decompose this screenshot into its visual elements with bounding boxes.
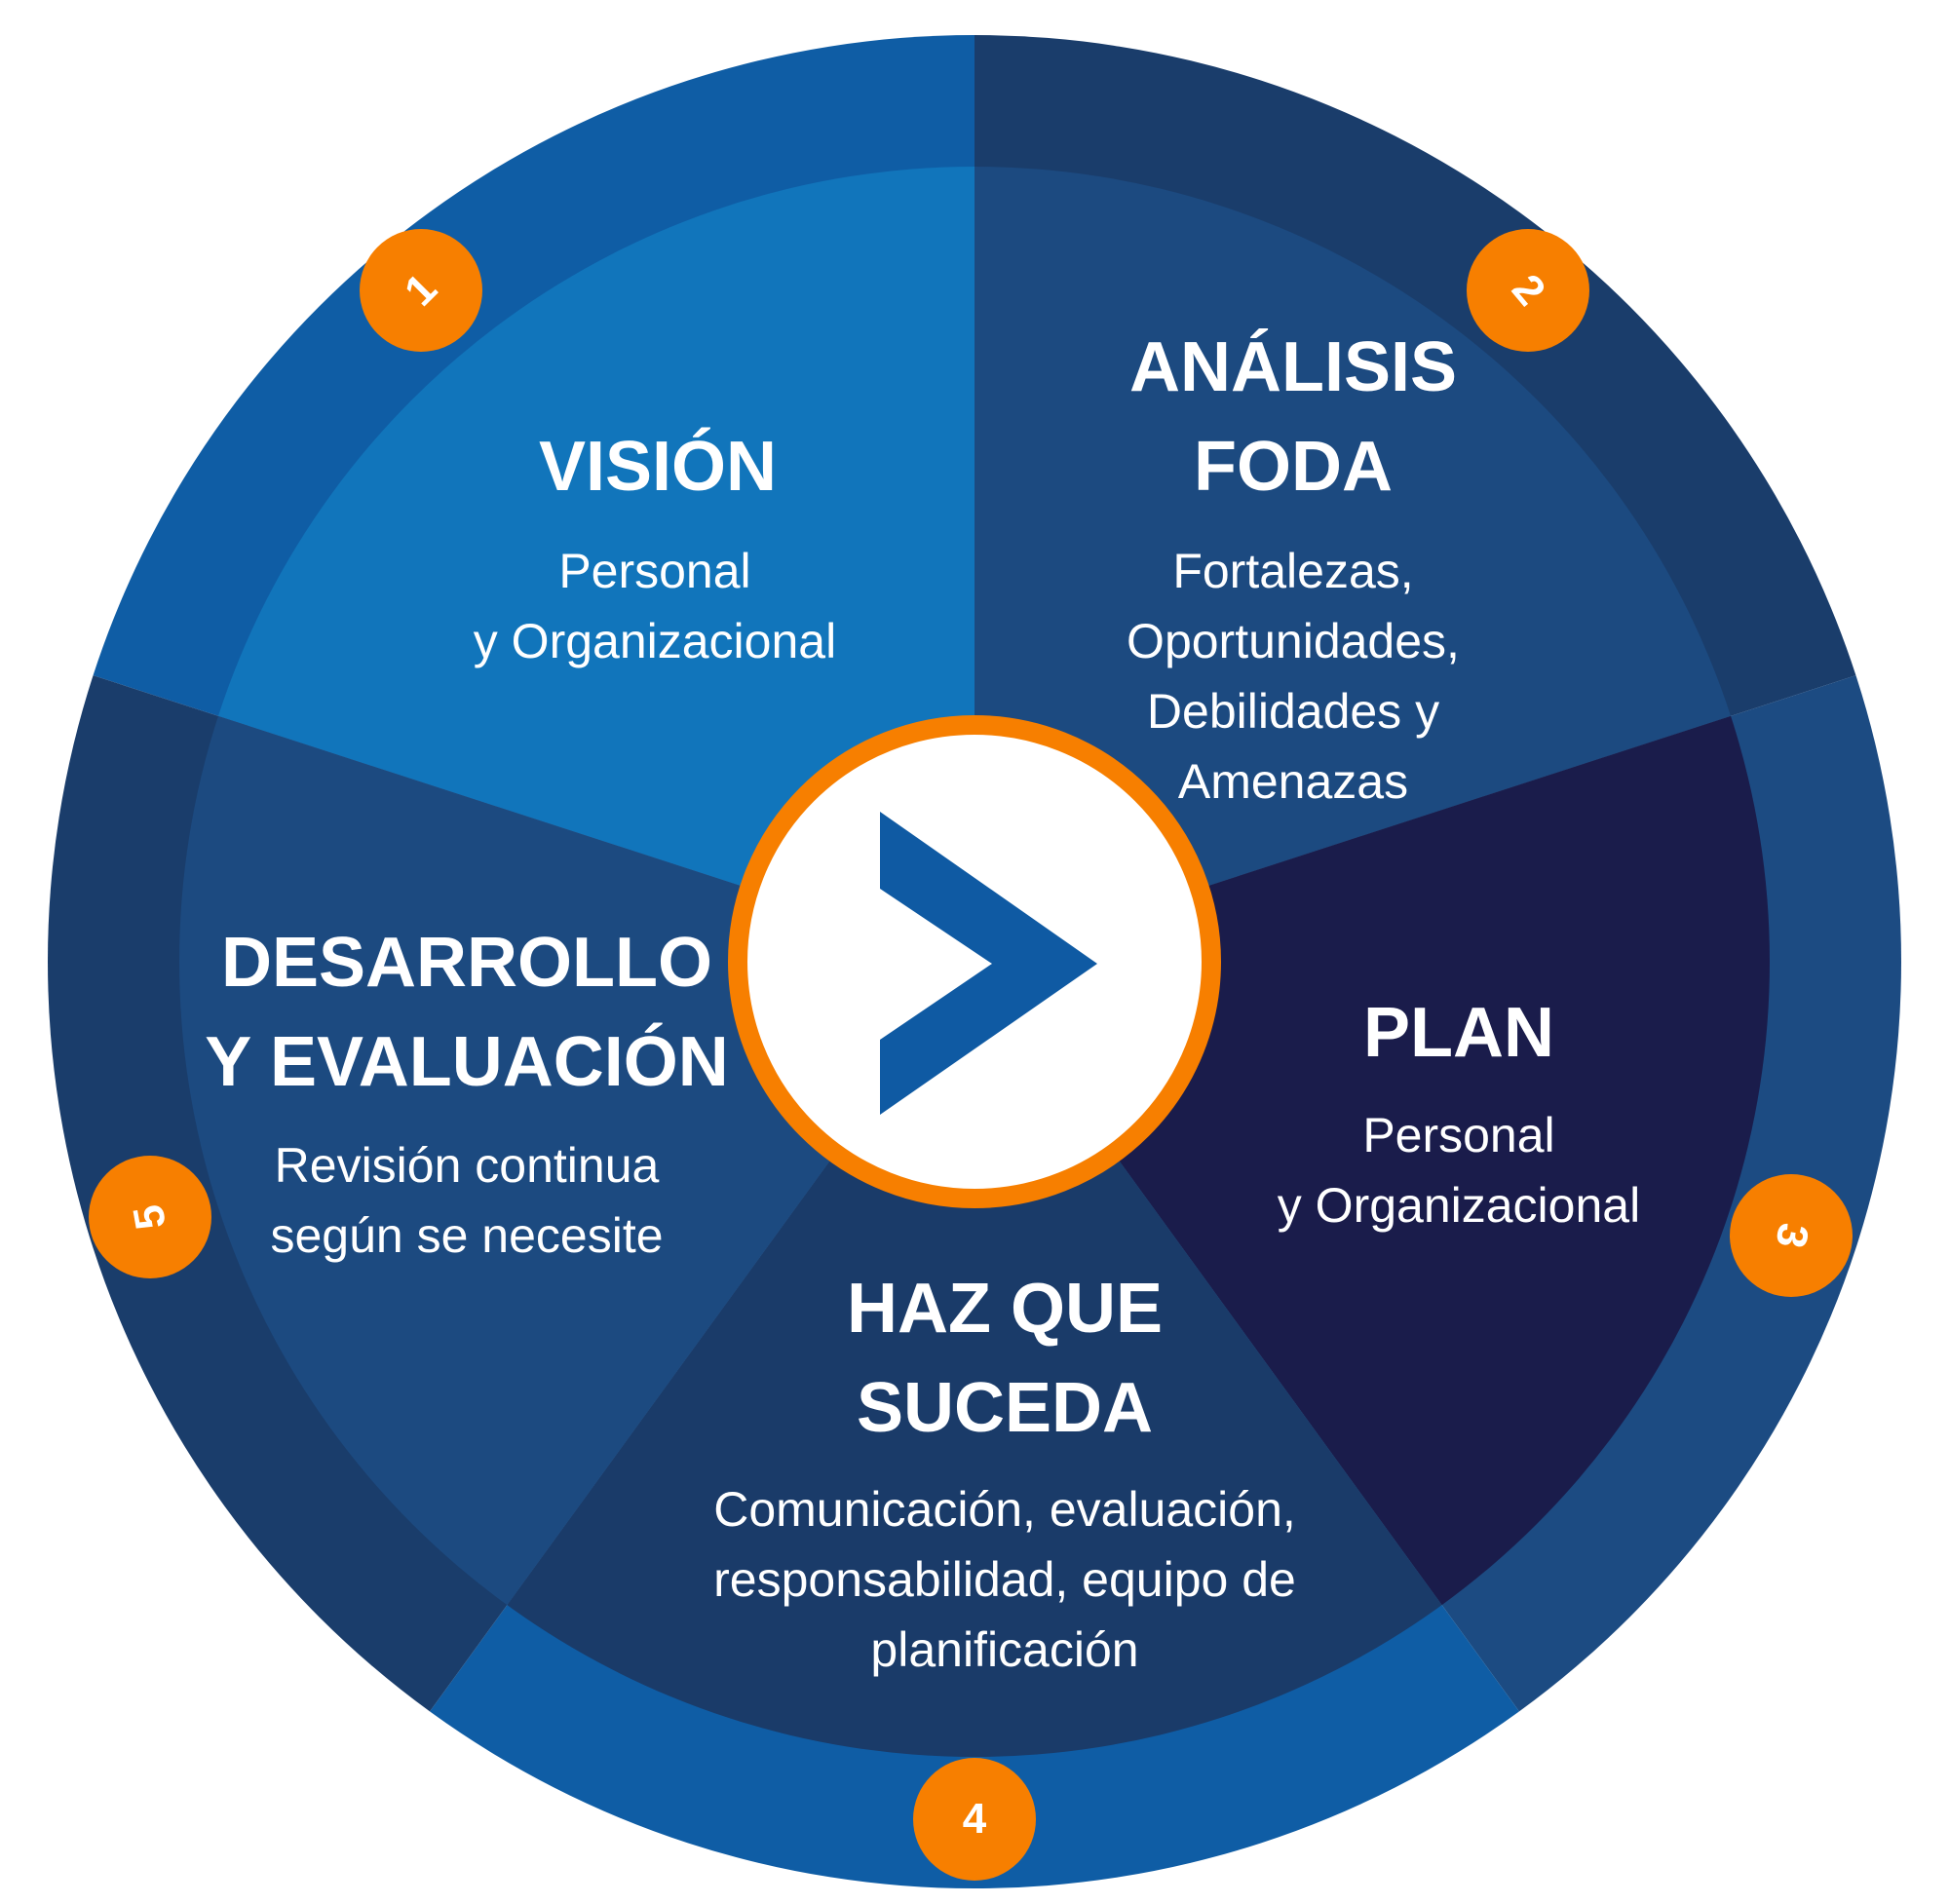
segment-title: Y EVALUACIÓN xyxy=(205,1023,729,1101)
step-badge-5: 5 xyxy=(89,1156,211,1278)
chevron-right-icon xyxy=(880,812,1097,1115)
subtitle-line: Amenazas xyxy=(1177,754,1409,809)
subtitle-line: y Organizacional xyxy=(473,614,837,668)
subtitle-line: Personal xyxy=(558,544,751,598)
inner-segment-1 xyxy=(217,167,975,962)
subtitle-line: Comunicación, evaluación, xyxy=(713,1482,1296,1537)
segment-title: SUCEDA xyxy=(856,1369,1154,1447)
step-number: 4 xyxy=(962,1795,987,1843)
step-number: 5 xyxy=(124,1200,175,1234)
step-number: 2 xyxy=(1502,265,1555,315)
subtitle-line: Oportunidades, xyxy=(1127,614,1460,668)
segment-plan: PLAN xyxy=(1363,983,1554,1083)
segment-vision: VISIÓN xyxy=(539,417,777,516)
segment-title: VISIÓN xyxy=(538,428,778,506)
step-badge-3: 3 xyxy=(1730,1174,1853,1297)
step-badge-2: 2 xyxy=(1467,229,1589,352)
segment-desarrollo-evaluacion: DESARROLLO Y EVALUACIÓN xyxy=(205,913,728,1112)
subtitle-line: Personal xyxy=(1362,1108,1555,1162)
segment-title: FODA xyxy=(1194,428,1393,506)
step-number: 1 xyxy=(395,264,446,316)
segment-haz-que-suceda-subtitle: Comunicación, evaluación, responsabilida… xyxy=(713,1474,1296,1685)
segment-title: ANÁLISIS xyxy=(1128,328,1458,406)
segment-analisis-foda: ANÁLISIS FODA xyxy=(1129,318,1457,516)
subtitle-line: Fortalezas, xyxy=(1172,544,1414,598)
step-badge-1: 1 xyxy=(360,229,482,352)
inner-segment-4 xyxy=(507,962,1442,1758)
segment-desarrollo-evaluacion-subtitle: Revisión continua según se necesite xyxy=(270,1130,663,1271)
segment-title: HAZ QUE xyxy=(847,1270,1163,1348)
segment-vision-subtitle: Personal y Organizacional xyxy=(474,536,836,676)
step-badge-4: 4 xyxy=(913,1758,1036,1881)
segment-plan-subtitle: Personal y Organizacional xyxy=(1278,1100,1640,1240)
segment-haz-que-suceda: HAZ QUE SUCEDA xyxy=(847,1259,1163,1458)
segment-title: DESARROLLO xyxy=(221,924,712,1002)
segment-title: PLAN xyxy=(1363,994,1554,1072)
subtitle-line: y Organizacional xyxy=(1277,1178,1641,1233)
subtitle-line: responsabilidad, equipo de xyxy=(713,1552,1296,1607)
subtitle-line: según se necesite xyxy=(270,1208,664,1263)
subtitle-line: Revisión continua xyxy=(274,1138,660,1193)
inner-segment-2 xyxy=(974,167,1732,962)
step-number: 3 xyxy=(1766,1219,1817,1252)
center-circle xyxy=(728,715,1221,1208)
segment-analisis-foda-subtitle: Fortalezas, Oportunidades, Debilidades y… xyxy=(1127,536,1460,817)
subtitle-line: planificación xyxy=(870,1622,1139,1677)
subtitle-line: Debilidades y xyxy=(1146,684,1440,739)
